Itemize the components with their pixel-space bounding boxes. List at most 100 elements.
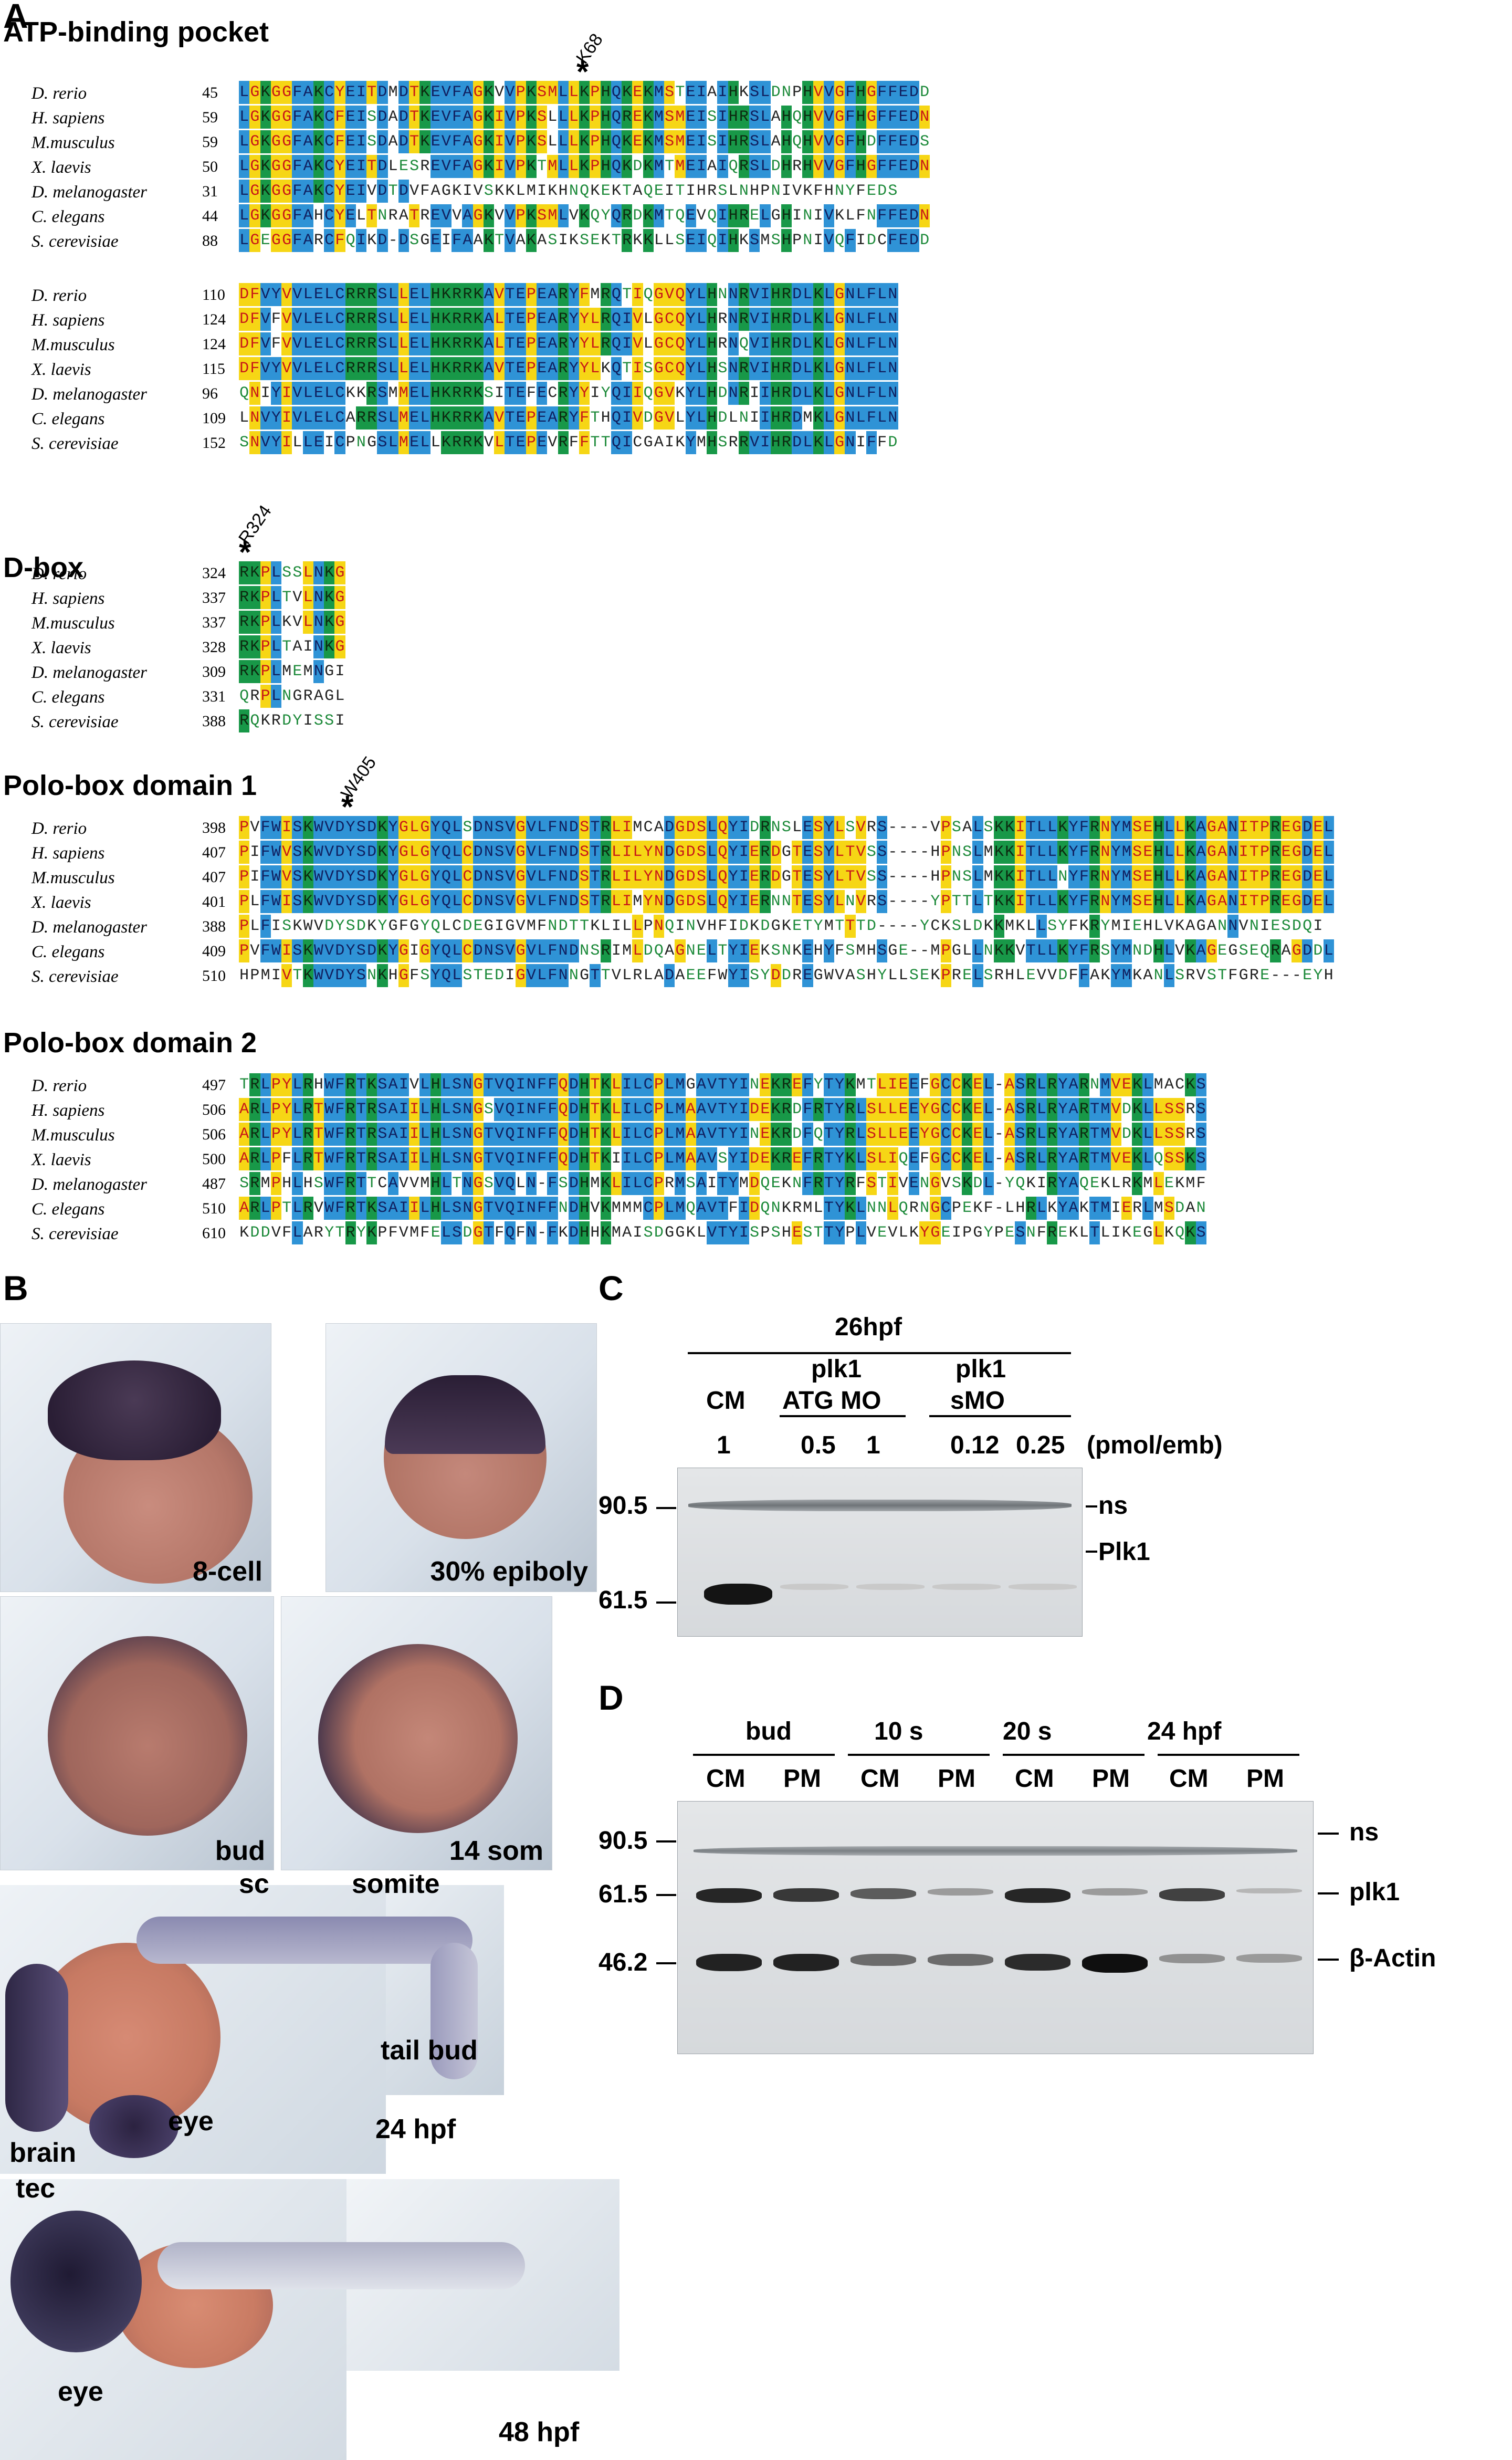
stage-label-8-cell: 8-cell [193, 1556, 262, 1587]
blot-c-membrane [677, 1468, 1083, 1637]
residue-start-number: 510 [202, 1200, 226, 1217]
label-eye: eye [168, 2106, 214, 2137]
species-name: C. elegans [32, 1200, 105, 1219]
species-name: H. sapiens [32, 109, 105, 128]
actin-band [1005, 1954, 1070, 1971]
timepoint-label: 10 s [874, 1718, 923, 1745]
plk1-band [856, 1584, 925, 1590]
blot-d-marker-61: 61.5 [598, 1880, 648, 1908]
plk1-band [773, 1888, 839, 1902]
residue-start-number: 50 [202, 158, 218, 175]
lane-label: CM [1015, 1765, 1054, 1793]
residue-start-number: 388 [202, 918, 226, 935]
dose-label: 0.25 [1016, 1431, 1065, 1459]
residue-start-number: 388 [202, 713, 226, 730]
actin-band [1236, 1954, 1302, 1963]
plk1-band [1236, 1888, 1302, 1894]
residue-marker-asterisk: * [576, 54, 589, 89]
residue-start-number: 59 [202, 133, 218, 151]
blot-c-ns-band [688, 1500, 1072, 1511]
species-name: D. melanogaster [32, 663, 147, 682]
species-name: X. laevis [32, 1150, 91, 1169]
residue-start-number: 506 [202, 1101, 226, 1118]
species-name: D. rerio [32, 286, 87, 305]
lane-label: CM [860, 1765, 900, 1793]
label-sc: sc [239, 1875, 269, 1899]
blot-c-header: 26hpf [835, 1313, 902, 1341]
blot-d-label-plk1: plk1 [1349, 1878, 1400, 1906]
timepoint-label: bud [746, 1718, 792, 1745]
stage-label-bud: bud [215, 1836, 265, 1866]
species-name: M.musculus [32, 868, 115, 887]
lane-label: PM [938, 1765, 975, 1793]
species-name: X. laevis [32, 158, 91, 177]
plk1-band [704, 1584, 772, 1605]
species-name: C. elegans [32, 207, 105, 226]
species-name: H. sapiens [32, 1101, 105, 1120]
blot-c-col-cm: CM [706, 1387, 746, 1415]
lane-label: PM [1246, 1765, 1284, 1793]
species-name: C. elegans [32, 410, 105, 428]
species-name: C. elegans [32, 688, 105, 707]
plk1-band [1082, 1888, 1148, 1896]
species-name: H. sapiens [32, 311, 105, 330]
embryo-photo-24-hpf: sc somite tail bud eye brain 24 hpf [0, 1875, 504, 2174]
residue-start-number: 497 [202, 1076, 226, 1094]
label-somite: somite [352, 1875, 440, 1899]
species-name: S. cerevisiae [32, 967, 119, 986]
species-name: D. melanogaster [32, 385, 147, 404]
plk1-band [1005, 1888, 1070, 1903]
timepoint-label: 24 hpf [1147, 1718, 1222, 1745]
residue-start-number: 88 [202, 232, 218, 249]
blot-c-marker-90: 90.5 [598, 1492, 648, 1520]
embryo-photo-48-hpf: tec mhb hb eye 48 hpf [0, 2174, 620, 2460]
residue-start-number: 401 [202, 893, 226, 910]
stage-label-48-hpf: 48 hpf [499, 2417, 580, 2447]
residue-start-number: 124 [202, 311, 226, 328]
species-name: X. laevis [32, 638, 91, 657]
section-title: ATP-binding pocket [3, 16, 269, 48]
plk1-band [850, 1888, 916, 1900]
embryo-photo-8-cell: 8-cell [0, 1323, 271, 1592]
species-name: M.musculus [32, 336, 115, 354]
blot-c-col-atg-2: ATG MO [782, 1387, 881, 1415]
species-name: D. rerio [32, 819, 87, 838]
panel-c-letter: C [598, 1269, 624, 1307]
blot-c-marker-61: 61.5 [598, 1586, 648, 1614]
actin-band [928, 1954, 993, 1966]
panel-b-letter: B [3, 1269, 28, 1307]
species-name: S. cerevisiae [32, 713, 119, 731]
residue-start-number: 309 [202, 663, 226, 681]
blot-d-label-ns: ns [1349, 1818, 1379, 1846]
species-name: D. melanogaster [32, 1175, 147, 1194]
residue-start-number: 487 [202, 1175, 226, 1192]
label-tec: tec [16, 2174, 56, 2204]
lane-label: CM [706, 1765, 746, 1793]
species-name: H. sapiens [32, 844, 105, 863]
residue-start-number: 124 [202, 336, 226, 353]
plk1-band [780, 1584, 848, 1590]
plk1-band [1159, 1888, 1225, 1901]
residue-start-number: 96 [202, 385, 218, 402]
actin-band [1082, 1954, 1148, 1973]
species-name: D. rerio [32, 1076, 87, 1095]
species-name: M.musculus [32, 133, 115, 152]
species-name: C. elegans [32, 943, 105, 961]
